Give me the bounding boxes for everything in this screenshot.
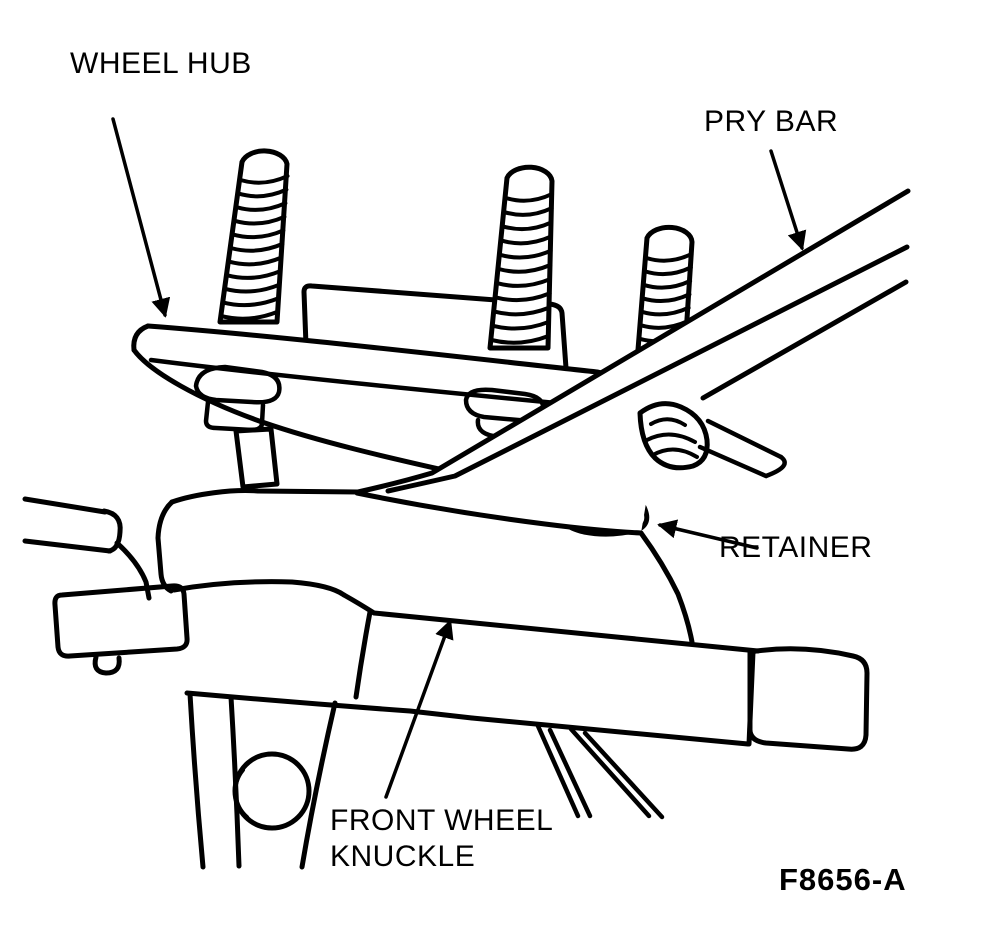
knuckle-arrow [384,619,454,799]
hub-boss [301,283,569,371]
left-arm [22,496,152,601]
hub-right-end [697,418,787,479]
wheel-hub-label: WHEEL HUB [70,47,252,80]
break-lines [535,723,665,820]
pry-bar [354,188,911,536]
stud-3-thread-end [637,401,710,471]
front-wheel-knuckle-label: FRONT WHEEL KNUCKLE [330,803,553,875]
stud-threads [219,174,290,321]
stud-threads [489,192,554,345]
figure-reference: F8656-A [779,862,907,897]
retainer-label: RETAINER [719,531,873,564]
front-wheel-knuckle-label-line1: FRONT WHEEL [330,804,554,837]
pry-bar-label: PRY BAR [704,105,839,138]
knuckle-end-block [746,646,870,752]
retainer-arrow [657,519,759,550]
wheel-stud-2 [487,164,555,351]
front-wheel-knuckle-label-line2: KNUCKLE [330,840,476,873]
wheel-stud-1 [217,148,290,325]
wheel-hub-arrow [111,117,171,318]
knuckle-hole [232,751,312,831]
hub-tab [233,426,280,490]
pry-bar-arrow [769,149,807,251]
leader-arrows [111,117,807,799]
wheel-knuckle [52,488,870,870]
lug-bump-left [193,364,282,433]
ball-joint-block [52,583,190,676]
knuckle-leg [187,691,338,870]
